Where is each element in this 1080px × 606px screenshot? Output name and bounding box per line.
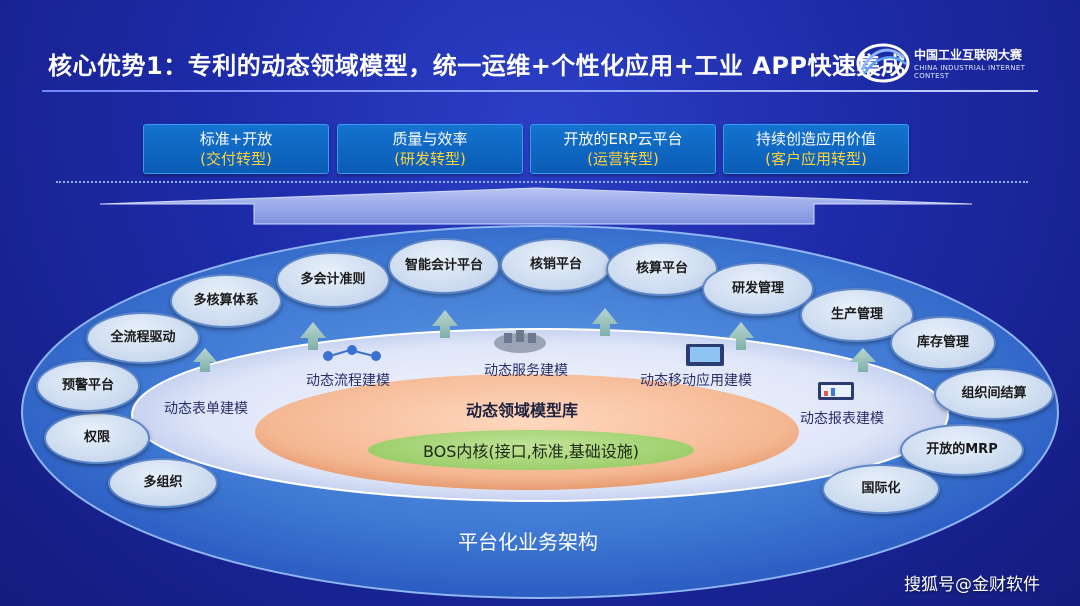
logo-text-en: CHINA INDUSTRIAL INTERNET CONTEST [914,64,1026,80]
core-model-title: 动态领域模型库 [465,401,578,420]
bubble-multi-accounting-standards: 多会计准则 [276,252,390,308]
module-form-modeling: 动态表单建模 [164,401,248,417]
bubble-open-mrp: 开放的MRP [900,424,1024,476]
goal-box-rnd: 质量与效率 (研发转型) [337,124,523,174]
contest-logo: 中国工业互联网大赛 CHINA INDUSTRIAL INTERNET CONT… [856,40,1056,86]
module-report-modeling: 动态报表建模 [800,411,884,427]
module-mobile-modeling: 动态移动应用建模 [640,373,752,389]
goal-box-operation: 开放的ERP云平台 (运营转型) [530,124,716,174]
bos-kernel: BOS内核(接口,标准,基础设施) [368,430,694,470]
source-watermark: 搜狐号@金财软件 [904,575,1040,595]
bubble-multi-accounting-system: 多核算体系 [170,274,282,328]
bubble-accounting-platform: 核算平台 [606,242,718,296]
flow-icon [323,345,381,361]
page-title: 核心优势1：专利的动态领域模型，统一运维+个性化应用+工业 APP快速集成 [48,52,906,80]
title-divider [42,90,1038,92]
report-icon [818,382,854,400]
bubble-rnd-management: 研发管理 [702,262,814,316]
platform-architecture-label: 平台化业务架构 [458,530,598,554]
dotted-divider [56,181,1028,183]
goal-main: 开放的ERP云平台 [563,130,683,148]
up-arrow-form [193,348,217,372]
bubble-multi-org: 多组织 [108,458,218,508]
goal-box-customer: 持续创造应用价值 (客户应用转型) [723,124,909,174]
up-arrow-service [432,310,458,338]
bubble-smart-accounting-platform: 智能会计平台 [388,238,500,294]
goal-sub: (交付转型) [200,150,272,168]
goal-sub: (客户应用转型) [765,150,867,168]
bubble-permission: 权限 [44,412,150,464]
goal-main: 标准+开放 [199,130,273,148]
goal-box-delivery: 标准+开放 (交付转型) [143,124,329,174]
bubble-alert-platform: 预警平台 [36,360,140,412]
up-arrow-mobile-right [728,322,754,350]
service-icon [494,330,546,353]
bubble-full-process-driver: 全流程驱动 [86,312,200,364]
mobile-icon [686,344,724,366]
bubble-write-off-platform: 核销平台 [500,238,612,292]
bubble-inter-org-settlement: 组织间结算 [934,368,1054,420]
goal-sub: (运营转型) [587,150,659,168]
module-flow-modeling: 动态流程建模 [306,373,390,389]
up-arrow-flow [300,322,326,350]
module-service-modeling: 动态服务建模 [484,363,568,379]
up-arrow-report [850,348,876,372]
contest-logo-icon [856,43,910,83]
goal-main: 质量与效率 [392,130,468,148]
upward-block-arrow [99,187,973,225]
goal-main: 持续创造应用价值 [755,130,876,148]
logo-text-cn: 中国工业互联网大赛 [914,48,1023,62]
bubble-internationalization: 国际化 [822,464,940,514]
goal-sub: (研发转型) [394,150,466,168]
up-arrow-mobile [592,308,618,336]
bubble-inventory-management: 库存管理 [890,316,996,370]
